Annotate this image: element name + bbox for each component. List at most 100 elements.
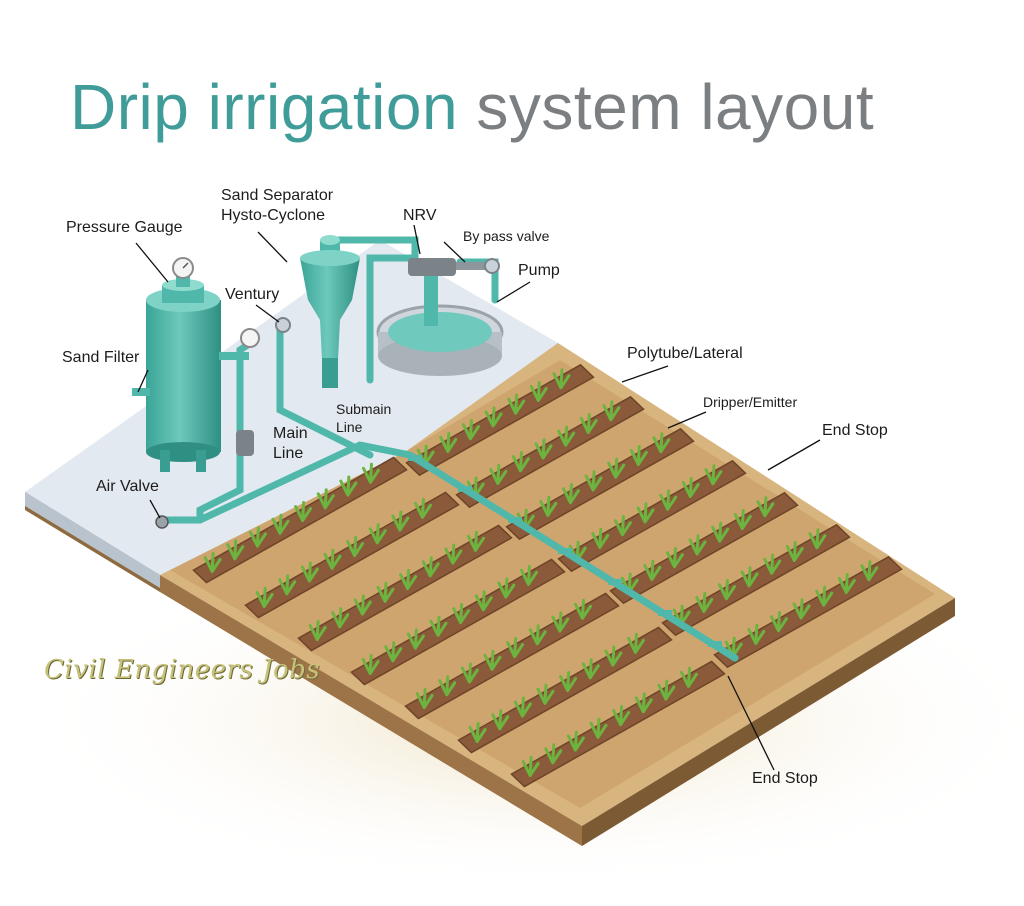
crop-plant [536,683,555,705]
crop-plant [604,645,623,667]
crop-plant [271,513,290,535]
crop-plant [353,594,372,616]
label-air-valve: Air Valve [96,478,159,495]
crop-plant [497,577,516,599]
watermark: Civil Engineers Jobs [44,655,321,685]
crop-plant [300,561,319,583]
crop-plant [629,444,648,466]
label-sand-filter: Sand Filter [62,349,140,366]
crop-plant [584,470,603,492]
crop-plant [438,675,457,697]
crop-plant [626,632,645,654]
crop-plant [634,692,653,714]
label-venturi: Ventury [225,286,280,303]
label-dripper: Dripper/Emitter [703,394,798,410]
pump-reservoir [376,258,504,376]
crop-plant [529,380,548,402]
crop-plant [474,590,493,612]
crop-plant [659,489,678,511]
crop-plant [681,476,700,498]
crop-plant [711,521,730,543]
crop-bed [713,555,903,669]
pressure-gauge [172,257,194,279]
crop-plant [507,393,526,415]
crop-plant [483,649,502,671]
crop-plant [323,548,342,570]
crop-plant [513,696,532,718]
title-part-2: system layout [476,71,875,143]
crop-plant [769,611,788,633]
label-bypass-valve: By pass valve [463,228,550,244]
page-title: Drip irrigation system layout [70,70,874,144]
crop-plant [539,495,558,517]
crop-plant [452,603,471,625]
label-pump: Pump [518,262,560,279]
crop-beds [192,363,903,788]
crop-plant [406,628,425,650]
crop-plant [226,539,245,561]
crop-plant [506,637,525,659]
crop-plant [439,431,458,453]
crop-plant [331,607,350,629]
crop-plant [665,547,684,569]
crop-plant [792,598,811,620]
leader-lines [135,224,821,771]
crop-plant [860,560,879,582]
crop-plant [837,572,856,594]
crop-plant [460,662,479,684]
crop-plant [613,515,632,537]
crop-bed [609,491,799,605]
crop-plant [559,671,578,693]
label-nrv: NRV [403,207,437,224]
crop-plant [203,551,222,573]
crop-plant [679,666,698,688]
crop-plant [573,598,592,620]
crop-plant [491,709,510,731]
label-main-line: Main Line [273,425,308,462]
air-valve [155,515,169,529]
lateral-tee [658,610,672,616]
crop-plant [733,508,752,530]
crop-plant [519,564,538,586]
crop-plant [346,536,365,558]
label-polytube: Polytube/Lateral [627,345,743,362]
crop-plant [278,574,297,596]
crop-plant [468,721,487,743]
crop-plant [308,619,327,641]
crop-bed [405,363,595,477]
crop-plant [489,463,508,485]
crop-plant [695,591,714,613]
crop-plant [740,566,759,588]
crop-plant [602,400,621,422]
lateral-tee [608,579,622,585]
crop-plant [657,679,676,701]
crop-plant [756,496,775,518]
lateral-tee [708,641,722,647]
crop-plant [444,543,463,565]
crop-plant [339,475,358,497]
crop-plant [361,653,380,675]
crop-plant [361,462,380,484]
crop-plant [368,523,387,545]
label-end-stop-bottom: End Stop [752,770,818,787]
crop-plant [607,457,626,479]
lateral-tee [408,455,422,461]
lateral-fittings [408,455,722,647]
crop-bed [455,395,645,509]
crop-plant [747,623,766,645]
crop-plant [717,579,736,601]
title-part-1: Drip irrigation [70,71,459,143]
venturi-injector [236,317,291,456]
crop-plant [521,755,540,777]
crop-plant [552,368,571,390]
crop-plant [294,501,313,523]
crop-plant [376,581,395,603]
crop-plant [557,425,576,447]
crop-plant [581,658,600,680]
lateral-tee [458,486,472,492]
crop-plant [466,530,485,552]
crop-plant [785,540,804,562]
crop-plant [429,615,448,637]
